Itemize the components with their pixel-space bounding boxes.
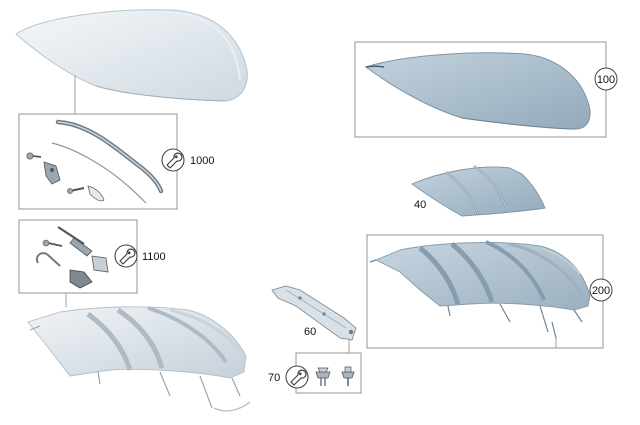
frame-assembly-blue (369, 240, 591, 339)
holder-part (271, 285, 357, 341)
callout-circle (589, 278, 613, 302)
callout-circle (594, 67, 618, 91)
wrench-icon (161, 148, 185, 172)
callout-40: 40 (414, 199, 426, 211)
callout-70: 70 (268, 372, 280, 384)
callout-60: 60 (304, 326, 316, 338)
roof-frame-left (27, 306, 251, 412)
roof-panel (411, 165, 546, 217)
wrench-icon (285, 365, 309, 389)
kit-1100-parts (36, 226, 109, 289)
hard-top-blue (364, 52, 591, 130)
callout-200: 200 (592, 285, 610, 297)
callout-1000: 1000 (190, 155, 214, 167)
kit-1000-parts (26, 119, 164, 204)
hard-top-shell-left (15, 9, 248, 102)
callout-100: 100 (597, 74, 615, 86)
fastener-screws (315, 366, 355, 386)
wrench-icon (114, 244, 138, 268)
callout-1100: 1100 (142, 251, 166, 263)
